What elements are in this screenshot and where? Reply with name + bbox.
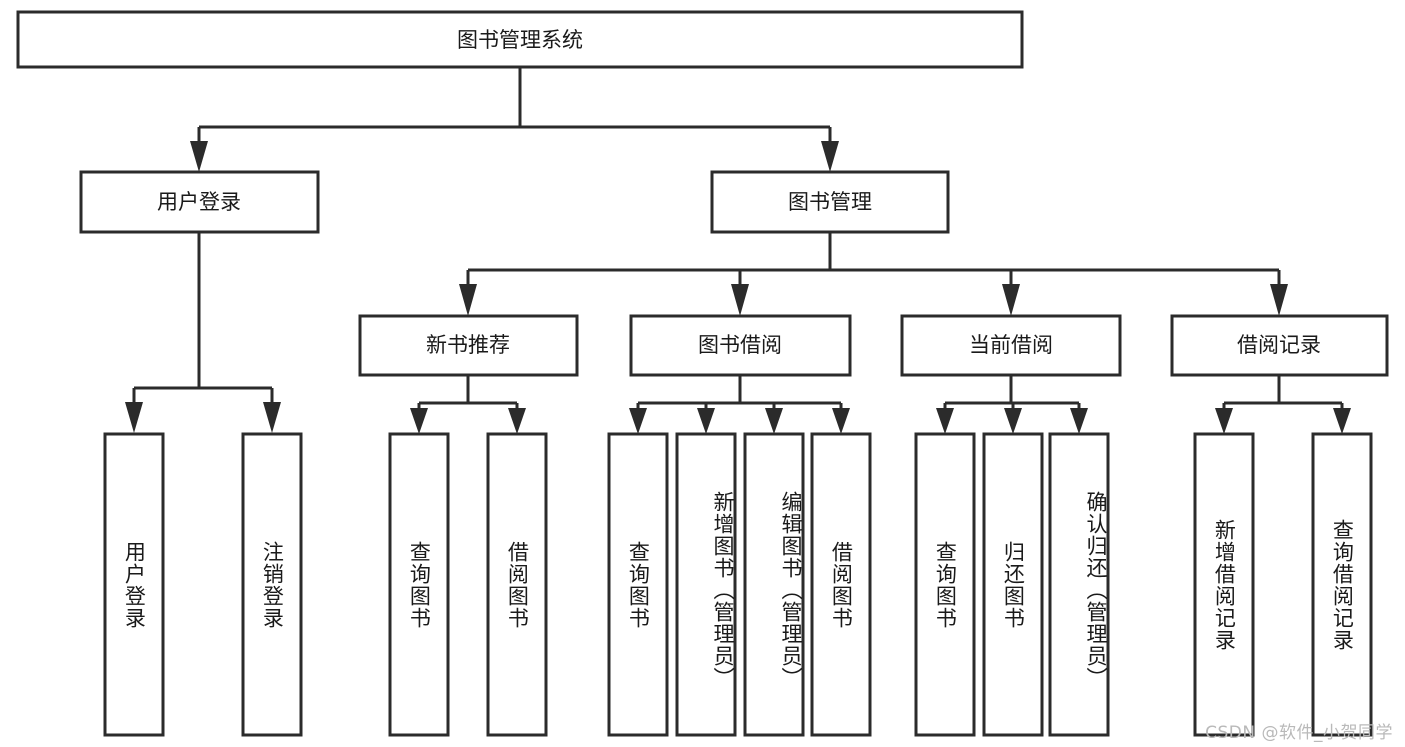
node-user-login-label: 用户登录 [157, 190, 241, 214]
arrowhead-current-borrow [1002, 284, 1020, 316]
arrowhead-book-manage [821, 141, 839, 172]
leaf-query-book-1-box[interactable] [388, 432, 450, 737]
leaf-user-login-box[interactable] [103, 432, 165, 737]
leaf-add-record-box[interactable] [1193, 432, 1255, 737]
leaf-add-book-box[interactable] [675, 432, 737, 737]
leaf-node-group [103, 432, 1373, 737]
node-new-book-recommend-box[interactable] [358, 314, 579, 377]
arrowhead-leaf-query-record [1333, 408, 1351, 434]
arrowhead-leaf-query-book-1 [410, 408, 428, 434]
node-book-manage-box[interactable] [710, 170, 950, 234]
arrowhead-leaf-query-book-2 [629, 408, 647, 434]
node-user-login-box[interactable] [79, 170, 320, 234]
leaf-return-book-box[interactable] [982, 432, 1044, 737]
node-borrow-record[interactable]: 借阅记录 [1170, 314, 1389, 377]
arrowhead-leaf-borrow-book-2 [832, 408, 850, 434]
node-current-borrow-box[interactable] [900, 314, 1122, 377]
node-user-login[interactable]: 用户登录 [79, 170, 320, 234]
arrowhead-leaf-logout-login [263, 402, 281, 433]
leaf-query-book-3-box[interactable] [914, 432, 976, 737]
leaf-borrow-book-1-box[interactable] [486, 432, 548, 737]
node-root-box[interactable] [16, 10, 1024, 69]
arrowhead-leaf-edit-book [765, 408, 783, 434]
node-root-label: 图书管理系统 [457, 28, 583, 52]
arrowhead-new-book-recommend [459, 284, 477, 316]
node-borrow-record-label: 借阅记录 [1237, 333, 1321, 357]
arrowhead-leaf-confirm-return [1070, 408, 1088, 434]
arrowhead-borrow-record [1270, 284, 1288, 316]
arrowhead-book-borrow [731, 284, 749, 316]
node-current-borrow-label: 当前借阅 [969, 333, 1053, 357]
node-book-manage-label: 图书管理 [788, 190, 872, 214]
arrowhead-leaf-user-login [125, 402, 143, 433]
leaf-query-record-box[interactable] [1311, 432, 1373, 737]
arrowhead-leaf-add-book [697, 408, 715, 434]
leaf-confirm-return-box[interactable] [1048, 432, 1110, 737]
node-new-book-recommend[interactable]: 新书推荐 [358, 314, 579, 377]
arrowhead-leaf-add-record [1215, 408, 1233, 434]
arrowhead-leaf-borrow-book-1 [508, 408, 526, 434]
node-book-borrow[interactable]: 图书借阅 [629, 314, 852, 377]
leaf-logout-login-box[interactable] [241, 432, 303, 737]
leaf-edit-book-box[interactable] [743, 432, 805, 737]
node-new-book-recommend-label: 新书推荐 [426, 333, 510, 357]
node-book-borrow-box[interactable] [629, 314, 852, 377]
leaf-query-book-2-box[interactable] [607, 432, 669, 737]
arrowhead-leaf-query-book-3 [936, 408, 954, 434]
node-current-borrow[interactable]: 当前借阅 [900, 314, 1122, 377]
node-borrow-record-box[interactable] [1170, 314, 1389, 377]
watermark-text: CSDN @软件_小贺同学 [1205, 723, 1393, 743]
arrowhead-user-login [190, 141, 208, 172]
connector-group [125, 67, 1351, 434]
arrowhead-leaf-return-book [1004, 408, 1022, 434]
node-root[interactable]: 图书管理系统 [16, 10, 1024, 69]
leaf-borrow-book-2-box[interactable] [810, 432, 872, 737]
node-book-borrow-label: 图书借阅 [698, 333, 782, 357]
node-book-manage[interactable]: 图书管理 [710, 170, 950, 234]
